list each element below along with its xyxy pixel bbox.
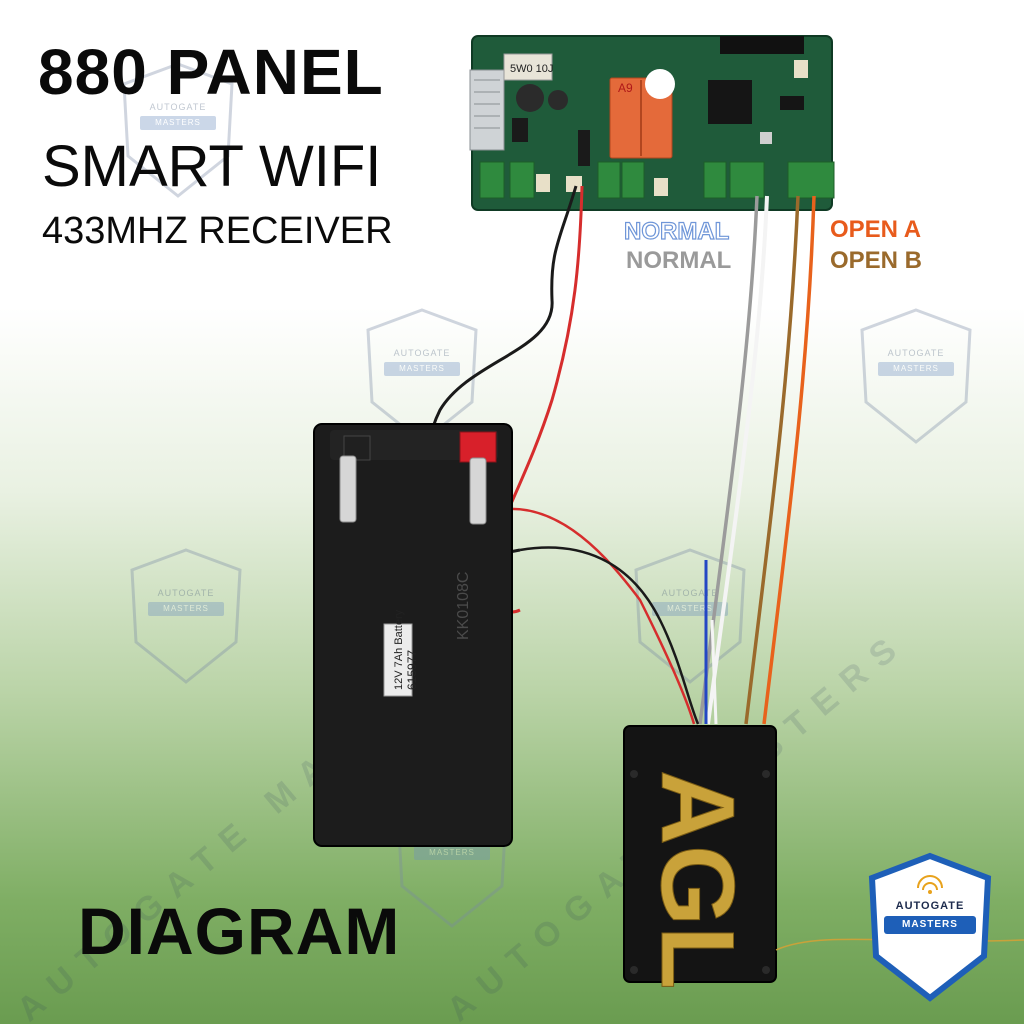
diagram-label: DIAGRAM [78,894,401,968]
battery-print: KK0108C [455,572,472,641]
control-board: 5W0 10J A9 [469,35,835,211]
wire-label-normal-a: NORMAL [623,218,730,245]
board-relay-note: A9 [618,81,633,95]
watermark-shield: AUTOGATE MASTERS [118,60,238,200]
board-cap-text: 5W0 10J [510,63,553,75]
watermark-shield: AUTOGATE MASTERS [126,546,246,686]
watermark-brand: AUTOGATE [661,588,719,598]
shield-icon [122,62,234,198]
wire-label-open-b: OPEN B [830,247,923,274]
battery-label-spec: 12V 7Ah Battery [393,609,405,690]
watermark-shield: AUTOGATE MASTERS [856,306,976,446]
badge-brand-name: AUTOGATE [895,900,965,912]
watermark-brand: AUTOGATE [157,588,215,598]
wire-label-normal-b: NORMAL [626,247,732,274]
receiver-logo: AGL [639,770,755,990]
page-subtitle: SMART WIFI [42,134,382,199]
watermark-brand: AUTOGATE [149,102,207,112]
shield-icon [130,548,242,684]
shield-icon [860,308,972,444]
watermark-tag: MASTERS [148,602,224,616]
watermark-tag: MASTERS [878,362,954,376]
page-subtitle-receiver: 433MHZ RECEIVER [42,210,393,252]
watermark-tag: MASTERS [384,362,460,376]
watermark-brand: AUTOGATE [393,348,451,358]
badge-brand-tag: MASTERS [884,916,976,934]
page-title: 880 PANEL [38,36,384,108]
brand-badge: AUTOGATE MASTERS [866,852,994,1002]
shield-icon [634,548,746,684]
signal-wires [698,195,816,725]
receiver-box: AGL [623,725,1024,990]
watermark-tag: MASTERS [140,116,216,130]
watermark-brand: AUTOGATE [887,348,945,358]
watermark-tag: MASTERS [414,846,490,860]
battery: 12V 7Ah Battery 615977 KK0108C [313,423,513,847]
watermark-tag: MASTERS [652,602,728,616]
wire-label-open-a: OPEN A [830,216,922,243]
watermark-shield: AUTOGATE MASTERS [630,546,750,686]
battery-label-code: 615977 [405,650,419,690]
